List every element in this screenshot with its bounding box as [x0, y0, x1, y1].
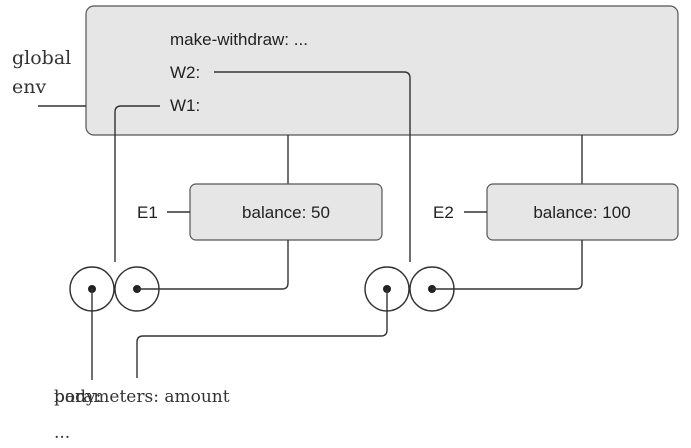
procedure-body-ellipsis: ... [54, 423, 70, 443]
procedure2-code-pointer [136, 289, 388, 378]
procedure1-env-pointer [137, 240, 289, 290]
frame-e1-label: E1 [137, 203, 158, 222]
w1-pointer-arrow [114, 105, 160, 262]
frame-e2-label: E2 [433, 203, 454, 222]
w2-pointer-arrow [214, 71, 411, 262]
binding-make-withdraw: make-withdraw: ... [170, 30, 308, 49]
binding-w1: W1: [170, 96, 200, 115]
procedure-body-text: body: [54, 387, 101, 407]
frame-e1-binding: balance: 50 [242, 203, 330, 222]
procedure-parameters-text: parameters: amount [54, 387, 230, 407]
frame-e2-binding: balance: 100 [533, 203, 630, 222]
global-env-frame [85, 5, 679, 136]
global-env-label-line1: global [12, 47, 71, 69]
global-env-label-line2: env [12, 76, 46, 98]
procedure2-env-pointer [432, 240, 583, 290]
binding-w2: W2: [170, 63, 200, 82]
